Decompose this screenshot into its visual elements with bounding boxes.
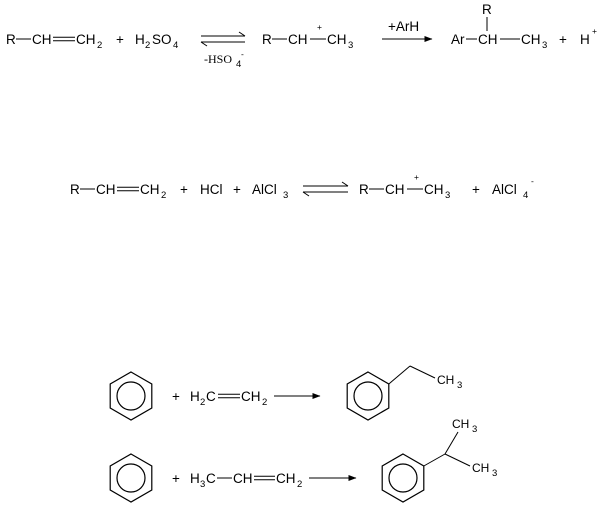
tetrachloroaluminate: AlCl 4 - — [492, 176, 534, 201]
svg-text:H: H — [135, 32, 145, 47]
svg-text:3: 3 — [472, 424, 477, 435]
carbocation: R CH + CH 3 — [359, 172, 450, 201]
alkene-reactant: R CH CH 2 — [6, 32, 102, 51]
svg-text:+: + — [414, 172, 419, 182]
svg-text:AlCl: AlCl — [492, 182, 517, 197]
svg-text:R: R — [262, 32, 272, 47]
svg-text:CH: CH — [472, 461, 489, 475]
propylene: H 3 C CH CH 2 — [190, 471, 302, 490]
svg-text:2: 2 — [262, 397, 267, 408]
svg-text:Ar: Ar — [451, 32, 465, 47]
svg-text:4: 4 — [173, 40, 178, 51]
plus-sign: + — [172, 389, 180, 404]
svg-text:H: H — [190, 471, 200, 486]
reaction-1: R CH CH 2 + H 2 SO 4 -HSO 4 - — [6, 2, 597, 70]
svg-text:4: 4 — [523, 190, 528, 201]
aluminum-chloride: AlCl 3 — [252, 182, 288, 201]
svg-text:-HSO: -HSO — [204, 52, 232, 66]
svg-text:-: - — [531, 176, 534, 186]
plus-sign: + — [472, 182, 480, 197]
svg-text:CH: CH — [276, 471, 296, 486]
svg-text:H: H — [580, 32, 590, 47]
plus-sign: + — [233, 182, 241, 197]
svg-text:SO: SO — [152, 32, 172, 47]
svg-text:4: 4 — [236, 59, 241, 70]
svg-text:CH: CH — [452, 417, 469, 431]
svg-text:2: 2 — [161, 190, 166, 201]
reaction-3: + H 2 C CH 2 CH 3 — [109, 365, 462, 421]
svg-text:+ArH: +ArH — [388, 19, 419, 34]
cumene: CH 3 CH 3 — [381, 417, 497, 503]
svg-text:3: 3 — [200, 479, 205, 490]
reaction-arrow: +ArH — [382, 19, 433, 42]
svg-text:+: + — [592, 26, 597, 36]
svg-text:CH: CH — [76, 32, 96, 47]
benzene-ring — [109, 453, 153, 503]
svg-text:CH: CH — [385, 182, 405, 197]
ethylbenzene: CH 3 — [346, 365, 462, 421]
svg-text:CH: CH — [32, 32, 52, 47]
svg-text:R: R — [6, 32, 16, 47]
svg-text:H: H — [190, 389, 200, 404]
svg-text:2: 2 — [297, 479, 302, 490]
svg-text:AlCl: AlCl — [252, 182, 277, 197]
svg-text:2: 2 — [97, 40, 102, 51]
svg-text:CH: CH — [288, 32, 308, 47]
svg-text:3: 3 — [492, 468, 497, 479]
svg-text:3: 3 — [348, 40, 353, 51]
svg-text:3: 3 — [457, 380, 462, 391]
carbocation: R CH + CH 3 — [262, 22, 353, 51]
svg-text:CH: CH — [140, 182, 160, 197]
svg-text:3: 3 — [445, 190, 450, 201]
svg-text:3: 3 — [542, 40, 547, 51]
svg-text:CH: CH — [424, 182, 444, 197]
svg-text:CH: CH — [327, 32, 347, 47]
svg-text:CH: CH — [437, 373, 454, 387]
plus-sign: + — [559, 32, 567, 47]
svg-text:R: R — [70, 182, 80, 197]
ethylene: H 2 C CH 2 — [190, 389, 267, 408]
plus-sign: + — [116, 32, 124, 47]
svg-text:3: 3 — [283, 190, 288, 201]
svg-text:C: C — [206, 471, 216, 486]
svg-text:2: 2 — [145, 40, 150, 51]
alkylbenzene-product: R Ar CH CH 3 — [451, 2, 547, 51]
alkene-reactant: R CH CH 2 — [70, 182, 166, 201]
reaction-2: R CH CH 2 + HCl + AlCl 3 R CH + CH — [70, 172, 534, 201]
svg-text:R: R — [359, 182, 369, 197]
plus-sign: + — [180, 182, 188, 197]
svg-text:CH: CH — [521, 32, 541, 47]
svg-text:-: - — [241, 49, 244, 59]
svg-text:CH: CH — [233, 471, 253, 486]
svg-text:C: C — [206, 389, 216, 404]
svg-text:+: + — [317, 22, 322, 32]
equilibrium-arrow — [200, 31, 246, 47]
svg-text:R: R — [482, 2, 492, 17]
svg-text:2: 2 — [200, 397, 205, 408]
benzene-ring — [109, 371, 153, 421]
plus-sign: + — [172, 471, 180, 486]
equilibrium-arrow — [302, 181, 349, 197]
svg-text:CH: CH — [96, 182, 116, 197]
reaction-4: + H 3 C CH CH 2 CH 3 CH 3 — [109, 417, 497, 503]
proton: H + — [580, 26, 597, 47]
svg-text:CH: CH — [478, 32, 498, 47]
hcl: HCl — [200, 182, 223, 197]
leaving-group-label: -HSO 4 - — [204, 49, 244, 70]
sulfuric-acid: H 2 SO 4 — [135, 32, 178, 51]
svg-text:CH: CH — [241, 389, 261, 404]
